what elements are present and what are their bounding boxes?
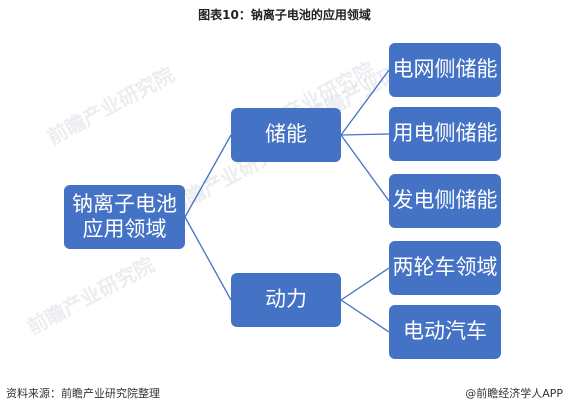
brand-credit: @前瞻经济学人APP bbox=[465, 387, 563, 400]
branch-node-power: 动力 bbox=[231, 273, 341, 327]
connector-storage-consumer bbox=[340, 133, 390, 136]
connector-root-storage bbox=[184, 134, 232, 218]
leaf-node-generation-storage: 发电侧储能 bbox=[389, 174, 501, 228]
connector-power-ev bbox=[340, 299, 390, 333]
connector-storage-generation bbox=[340, 134, 390, 202]
leaf-node-two-wheeler: 两轮车领域 bbox=[389, 241, 501, 295]
source-note: 资料来源：前瞻产业研究院整理 bbox=[6, 387, 160, 400]
root-node: 钠离子电池 应用领域 bbox=[64, 185, 185, 249]
connector-storage-grid bbox=[340, 69, 390, 136]
leaf-node-consumer-storage: 用电侧储能 bbox=[389, 107, 501, 161]
leaf-node-grid-storage: 电网侧储能 bbox=[389, 43, 501, 97]
diagram-title: 图表10：钠离子电池的应用领域 bbox=[198, 8, 371, 22]
branch-node-storage: 储能 bbox=[231, 108, 341, 162]
connector-power-twowheeler bbox=[340, 267, 390, 301]
leaf-node-electric-vehicle: 电动汽车 bbox=[389, 305, 501, 359]
connector-root-power bbox=[184, 216, 232, 301]
